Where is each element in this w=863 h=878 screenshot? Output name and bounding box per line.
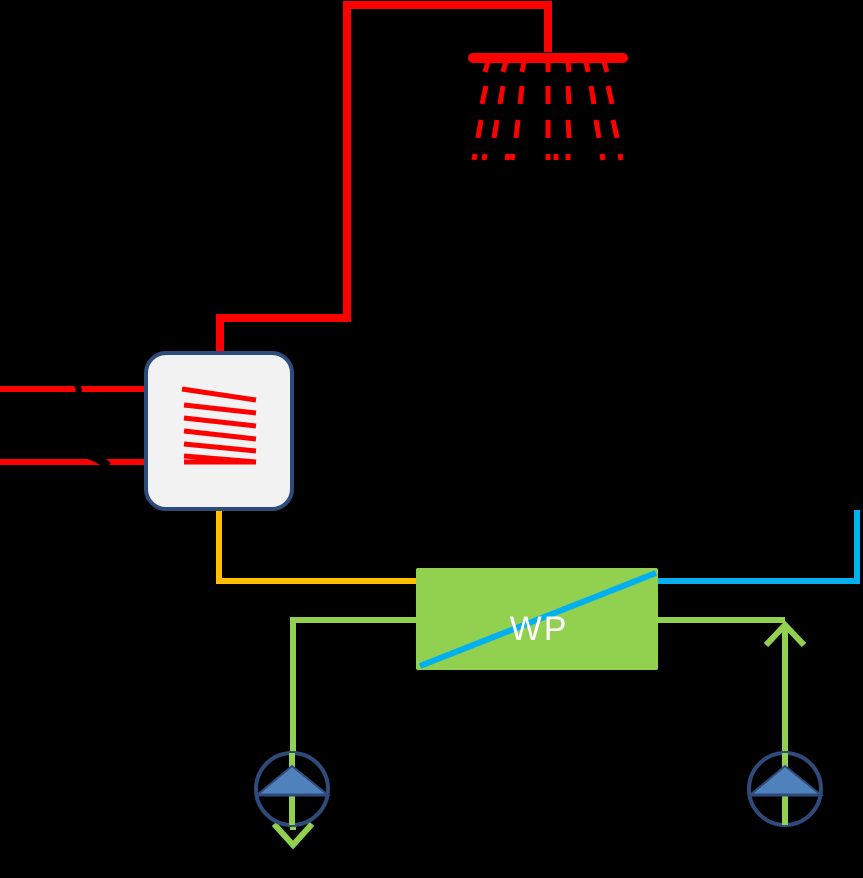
heating-coil-icon <box>181 386 257 465</box>
cold-water-pipe <box>656 510 860 584</box>
storage-tank-icon <box>144 351 294 511</box>
shower-icon <box>468 53 628 161</box>
circulation-pump-icon <box>747 751 824 827</box>
circulation-pump-icon <box>254 751 331 827</box>
heat-pump-label: WP <box>510 610 569 648</box>
warm-supply-pipe <box>216 511 418 584</box>
hot-water-pipe <box>216 1 552 352</box>
heat-pump-icon: WP <box>416 568 658 670</box>
flow-arrow-icon <box>271 821 315 850</box>
flow-arrow-icon <box>763 620 807 648</box>
